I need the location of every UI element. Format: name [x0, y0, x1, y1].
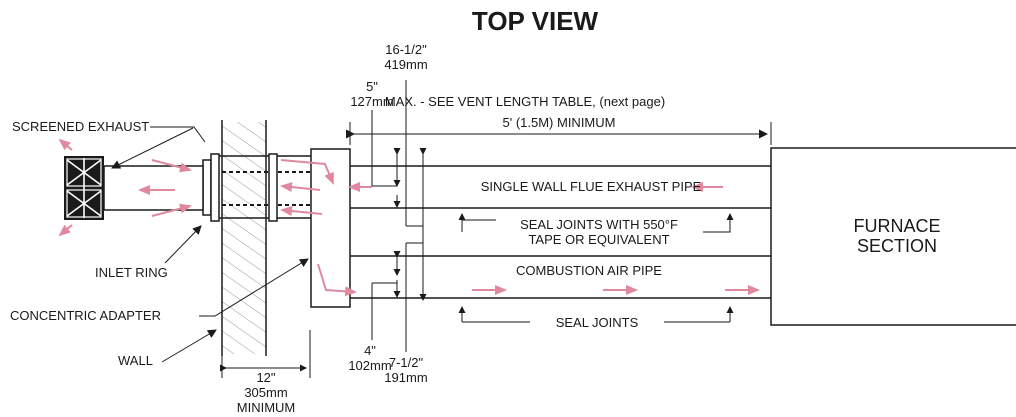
dim-12-minimum: MINIMUM [237, 400, 296, 415]
screened-exhaust [64, 156, 204, 220]
page-title: TOP VIEW [472, 6, 599, 36]
dim-7-mm: 191mm [384, 370, 427, 385]
dim-16-mm: 419mm [384, 57, 427, 72]
label-single-wall-pipe: SINGLE WALL FLUE EXHAUST PIPE [481, 179, 702, 194]
concentric-adapter [310, 148, 351, 308]
flow-arrows [58, 138, 760, 297]
inlet-ring [202, 153, 278, 222]
dim-4-mm: 102mm [348, 358, 391, 373]
label-max-vent-length: MAX. - SEE VENT LENGTH TABLE, (next page… [385, 94, 665, 109]
label-furnace-line2: SECTION [857, 236, 937, 256]
label-furnace-line1: FURNACE [853, 216, 940, 236]
dim-5-mm: 127mm [350, 94, 393, 109]
label-minimum-length: 5' (1.5M) MINIMUM [503, 115, 616, 130]
dim-5-inch: 5" [366, 79, 378, 94]
label-concentric-adapter: CONCENTRIC ADAPTER [10, 308, 161, 323]
dim-12-inch: 12" [256, 370, 275, 385]
label-seal-joints: SEAL JOINTS [556, 315, 639, 330]
dim-7-inch: 7-1/2" [389, 355, 424, 370]
furnace-section [770, 147, 1016, 326]
label-seal-joints-tape-2: TAPE OR EQUIVALENT [528, 232, 669, 247]
label-seal-joints-tape-1: SEAL JOINTS WITH 550°F [520, 217, 678, 232]
wall [221, 120, 267, 356]
dim-16-inch: 16-1/2" [385, 42, 427, 57]
dim-12-mm: 305mm [244, 385, 287, 400]
label-combustion-air-pipe: COMBUSTION AIR PIPE [516, 263, 662, 278]
pipe-through-wall [214, 155, 311, 219]
dim-4-inch: 4" [364, 343, 376, 358]
label-screened-exhaust: SCREENED EXHAUST [12, 119, 149, 134]
leader-lines [111, 126, 309, 363]
dimension-lines [220, 80, 772, 378]
label-wall: WALL [118, 353, 153, 368]
label-inlet-ring: INLET RING [95, 265, 168, 280]
